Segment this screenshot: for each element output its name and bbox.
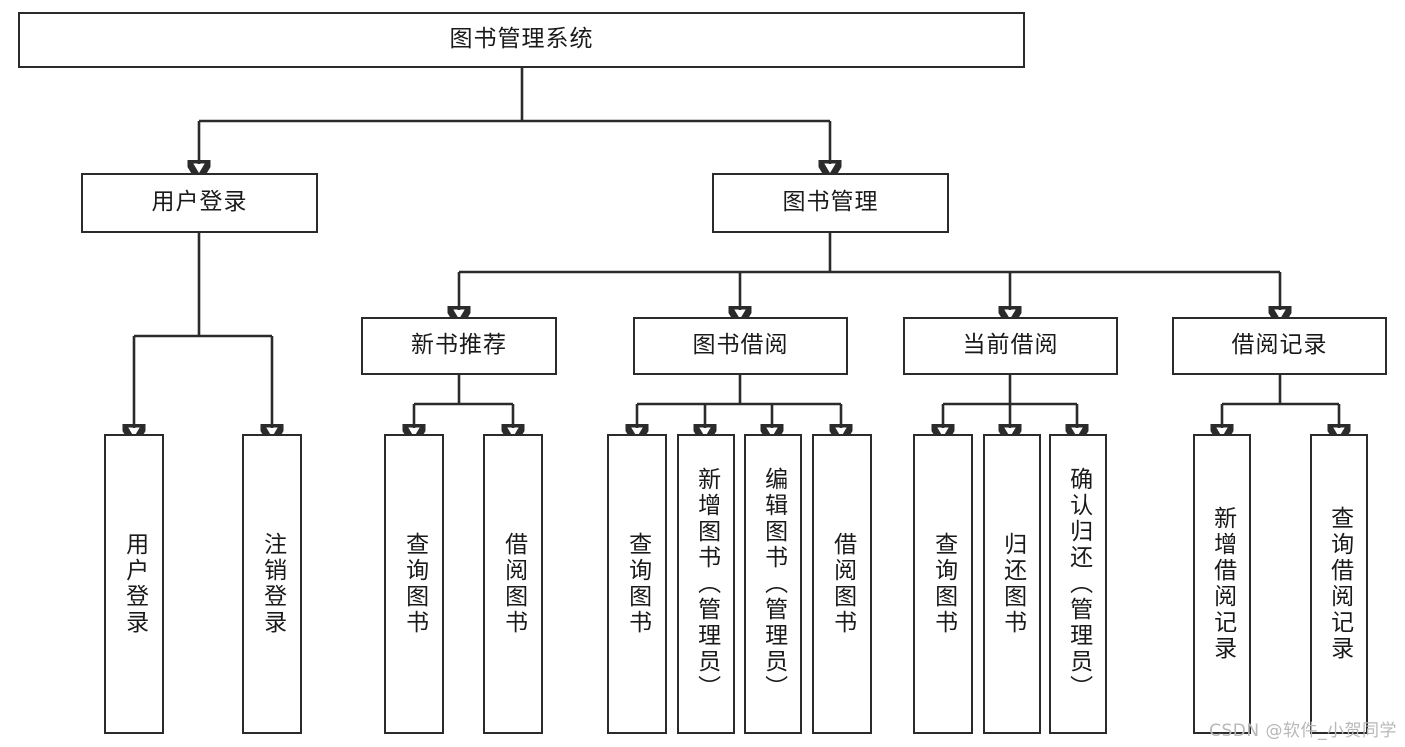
node-user-login-label: 用户登录 <box>151 189 248 216</box>
node-user-login[interactable]: 用户登录 <box>81 173 318 233</box>
node-leaf-confirm-return-label: 确认归还（管理员） <box>1065 467 1092 701</box>
node-book-borrow-label: 图书借阅 <box>692 332 789 359</box>
node-leaf-add-record-label: 新增借阅记录 <box>1209 506 1236 662</box>
node-borrow-record-label: 借阅记录 <box>1231 332 1328 359</box>
node-leaf-confirm-return[interactable]: 确认归还（管理员） <box>1049 434 1107 734</box>
node-leaf-return-book[interactable]: 归还图书 <box>983 434 1041 734</box>
node-leaf-borrow-book-1[interactable]: 借阅图书 <box>483 434 543 734</box>
watermark: CSDN @软件_小贺同学 <box>1209 721 1397 741</box>
node-book-borrow[interactable]: 图书借阅 <box>633 317 848 375</box>
node-leaf-query-book-3[interactable]: 查询图书 <box>913 434 973 734</box>
node-leaf-query-book-1[interactable]: 查询图书 <box>384 434 444 734</box>
node-leaf-return-book-label: 归还图书 <box>999 532 1026 636</box>
node-leaf-logout[interactable]: 注销登录 <box>242 434 302 734</box>
node-leaf-borrow-book-2-label: 借阅图书 <box>829 532 856 636</box>
node-leaf-user-login-label: 用户登录 <box>121 532 148 636</box>
node-leaf-query-record[interactable]: 查询借阅记录 <box>1310 434 1368 734</box>
node-leaf-add-record[interactable]: 新增借阅记录 <box>1193 434 1251 734</box>
node-new-book-recommend-label: 新书推荐 <box>411 332 507 359</box>
node-leaf-query-book-1-label: 查询图书 <box>401 532 428 636</box>
node-leaf-add-book[interactable]: 新增图书（管理员） <box>677 434 735 734</box>
node-current-borrow-label: 当前借阅 <box>962 332 1059 359</box>
node-new-book-recommend[interactable]: 新书推荐 <box>361 317 557 375</box>
node-leaf-borrow-book-2[interactable]: 借阅图书 <box>812 434 872 734</box>
node-leaf-query-book-2-label: 查询图书 <box>624 532 651 636</box>
node-leaf-user-login[interactable]: 用户登录 <box>104 434 164 734</box>
node-current-borrow[interactable]: 当前借阅 <box>903 317 1118 375</box>
node-leaf-query-record-label: 查询借阅记录 <box>1326 506 1353 662</box>
node-leaf-edit-book-label: 编辑图书（管理员） <box>760 467 787 701</box>
node-book-manage[interactable]: 图书管理 <box>712 173 949 233</box>
node-borrow-record[interactable]: 借阅记录 <box>1172 317 1387 375</box>
node-root-label: 图书管理系统 <box>449 26 594 53</box>
node-leaf-borrow-book-1-label: 借阅图书 <box>500 532 527 636</box>
node-leaf-add-book-label: 新增图书（管理员） <box>693 467 720 701</box>
node-leaf-edit-book[interactable]: 编辑图书（管理员） <box>744 434 802 734</box>
node-leaf-query-book-2[interactable]: 查询图书 <box>607 434 667 734</box>
node-leaf-query-book-3-label: 查询图书 <box>930 532 957 636</box>
node-root[interactable]: 图书管理系统 <box>18 12 1025 68</box>
node-book-manage-label: 图书管理 <box>782 189 879 216</box>
node-leaf-logout-label: 注销登录 <box>259 532 286 636</box>
